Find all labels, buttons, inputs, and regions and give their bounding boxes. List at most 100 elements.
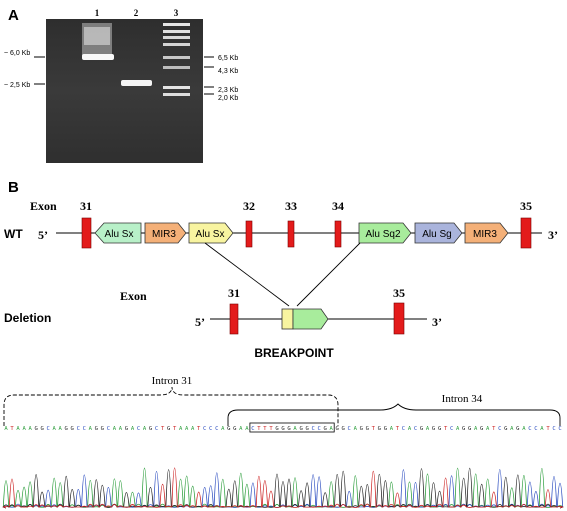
base-call: G (384, 426, 387, 432)
exon-number: 33 (285, 199, 297, 213)
base-call: C (107, 426, 110, 432)
exon-number: 32 (243, 199, 255, 213)
base-call: G (275, 426, 278, 432)
base-call: C (215, 426, 218, 432)
exon-35 (520, 217, 532, 249)
size-marker-left: ~ 2,5 Kb (4, 82, 30, 89)
base-call: A (28, 426, 32, 432)
base-call: G (336, 426, 339, 432)
base-call: A (522, 426, 526, 432)
base-call: C (317, 426, 320, 432)
base-call: C (558, 426, 561, 432)
base-call: A (456, 426, 460, 432)
base-call: A (191, 426, 195, 432)
base-call: C (83, 426, 86, 432)
base-call: A (143, 426, 147, 432)
base-call: C (528, 426, 531, 432)
lane-number: 2 (134, 8, 139, 18)
base-call: A (185, 426, 189, 432)
base-call: C (450, 426, 453, 432)
base-call: T (269, 426, 273, 432)
base-call: G (420, 426, 423, 432)
base-call: A (354, 426, 358, 432)
base-call: G (71, 426, 74, 432)
ladder-band (163, 43, 190, 46)
base-call: A (22, 426, 26, 432)
base-call: A (390, 426, 394, 432)
svg-text:MIR3: MIR3 (152, 229, 176, 240)
svg-text:Alu Sx: Alu Sx (196, 229, 225, 240)
element-mir3-2: MIR3 (464, 222, 509, 244)
exon-number: 35 (393, 286, 405, 300)
base-call: T (546, 426, 550, 432)
base-call: G (34, 426, 37, 432)
trace-c (2, 469, 564, 509)
base-call: C (498, 426, 501, 432)
exon-33 (287, 220, 295, 248)
ladder-band (163, 93, 190, 96)
base-call: G (167, 426, 170, 432)
intron-34-bracket (227, 403, 561, 426)
exon-number: 31 (80, 199, 92, 213)
base-call: G (378, 426, 381, 432)
breakpoint-label: BREAKPOINT (254, 346, 334, 360)
base-call: G (366, 426, 369, 432)
element-alu-sx-2: Alu Sx (188, 222, 234, 244)
panel-b-letter: B (8, 179, 19, 196)
base-call: G (233, 426, 236, 432)
base-call: T (257, 426, 261, 432)
base-call: G (504, 426, 507, 432)
chromatogram-traces (2, 467, 564, 509)
base-call: C (137, 426, 140, 432)
base-call: T (161, 426, 165, 432)
exon-heading-wt: Exon (30, 199, 57, 213)
base-call: G (462, 426, 465, 432)
base-call: A (4, 426, 8, 432)
element-alu-sx-1: Alu Sx (94, 222, 142, 244)
size-marker-right: 2,0 Kb (218, 95, 238, 102)
lane-2-band (121, 80, 152, 86)
base-call: T (492, 426, 496, 432)
base-call: A (408, 426, 412, 432)
exon-34 (334, 220, 342, 248)
three-prime-wt: 3’ (548, 228, 558, 242)
wt-label: WT (4, 227, 23, 241)
base-call: A (293, 426, 297, 432)
base-call: T (396, 426, 400, 432)
exon-31-deletion (229, 303, 239, 335)
trace-t (2, 467, 564, 509)
base-call: T (197, 426, 201, 432)
base-call: G (342, 426, 345, 432)
base-call: A (113, 426, 117, 432)
base-call: T (10, 426, 14, 432)
panel-a-letter: A (8, 7, 19, 24)
base-call: G (65, 426, 68, 432)
junction-line-left (204, 242, 290, 307)
size-marker-right: 4,3 Kb (218, 68, 238, 75)
base-call: A (119, 426, 123, 432)
base-call: C (47, 426, 50, 432)
svg-text:MIR3: MIR3 (473, 229, 497, 240)
trace-g (2, 468, 564, 509)
svg-text:Alu Sg: Alu Sg (422, 229, 451, 240)
lane-number: 1 (95, 8, 100, 18)
size-marker-right: 2,3 Kb (218, 87, 238, 94)
base-call: A (239, 426, 243, 432)
three-prime-deletion: 3’ (432, 315, 442, 329)
base-call: C (77, 426, 80, 432)
base-call: C (155, 426, 158, 432)
base-call: G (287, 426, 290, 432)
exon-heading-deletion: Exon (120, 289, 147, 303)
base-call: G (299, 426, 302, 432)
base-call: C (209, 426, 212, 432)
base-call: C (203, 426, 206, 432)
exon-number: 34 (332, 199, 344, 213)
base-call: A (486, 426, 490, 432)
ladder-band (163, 30, 190, 33)
base-call: C (348, 426, 351, 432)
exon-32 (245, 220, 253, 248)
base-call: A (59, 426, 63, 432)
base-call: G (432, 426, 435, 432)
base-call: G (149, 426, 152, 432)
